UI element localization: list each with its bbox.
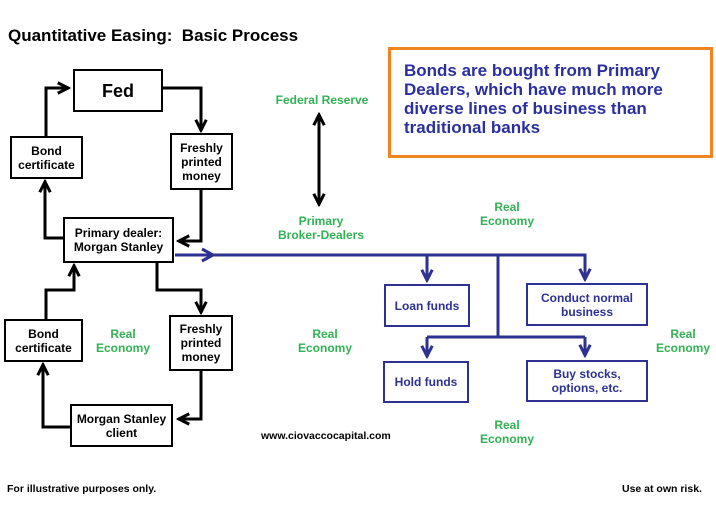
- bond-certificate-upper-box: Bond certificate: [10, 136, 83, 179]
- arrow-dealer-to-freshmoney2: [155, 263, 201, 310]
- real-economy-label-top: Real Economy: [479, 200, 535, 228]
- disclaimer-right: Use at own risk.: [622, 483, 702, 495]
- real-economy-label-middle: Real Economy: [297, 327, 353, 355]
- fed-box: Fed: [73, 69, 163, 112]
- buy-stocks-box: Buy stocks, options, etc.: [526, 360, 648, 402]
- real-economy-label-left: Real Economy: [95, 327, 151, 355]
- arrow-freshmoney-to-dealer: [181, 190, 203, 241]
- arrow-client-to-bondcert2: [43, 367, 70, 429]
- morgan-stanley-client-box: Morgan Stanley client: [70, 404, 173, 447]
- loan-funds-box: Loan funds: [384, 284, 470, 327]
- arrow-bondcert2-to-dealer: [44, 268, 74, 319]
- arrow-bondcert-to-fed: [44, 88, 66, 136]
- flow-midline-chevron: [201, 247, 217, 263]
- arrow-dealer-to-bondcert: [45, 184, 63, 240]
- real-economy-label-right: Real Economy: [655, 327, 711, 355]
- federal-reserve-label: Federal Reserve: [275, 93, 369, 107]
- freshly-printed-money-upper-box: Freshly printed money: [170, 133, 233, 190]
- page-title: Quantitative Easing: Basic Process: [8, 26, 299, 45]
- arrow-fed-to-freshmoney: [163, 86, 201, 128]
- arrow-freshmoney2-to-client: [181, 371, 203, 419]
- real-economy-label-bottom: Real Economy: [479, 418, 535, 446]
- primary-broker-dealers-label: Primary Broker-Dealers: [277, 214, 365, 242]
- conduct-normal-business-box: Conduct normal business: [526, 283, 648, 326]
- website-text: www.ciovaccocapital.com: [261, 430, 391, 442]
- flow-dealer-to-conduct: [175, 253, 585, 277]
- disclaimer-left: For illustrative purposes only.: [7, 483, 157, 495]
- primary-dealer-box: Primary dealer: Morgan Stanley: [63, 217, 174, 263]
- hold-funds-box: Hold funds: [383, 361, 469, 403]
- callout-note: Bonds are bought from Primary Dealers, w…: [388, 47, 713, 158]
- bond-certificate-lower-box: Bond certificate: [4, 319, 83, 362]
- freshly-printed-money-lower-box: Freshly printed money: [169, 315, 233, 371]
